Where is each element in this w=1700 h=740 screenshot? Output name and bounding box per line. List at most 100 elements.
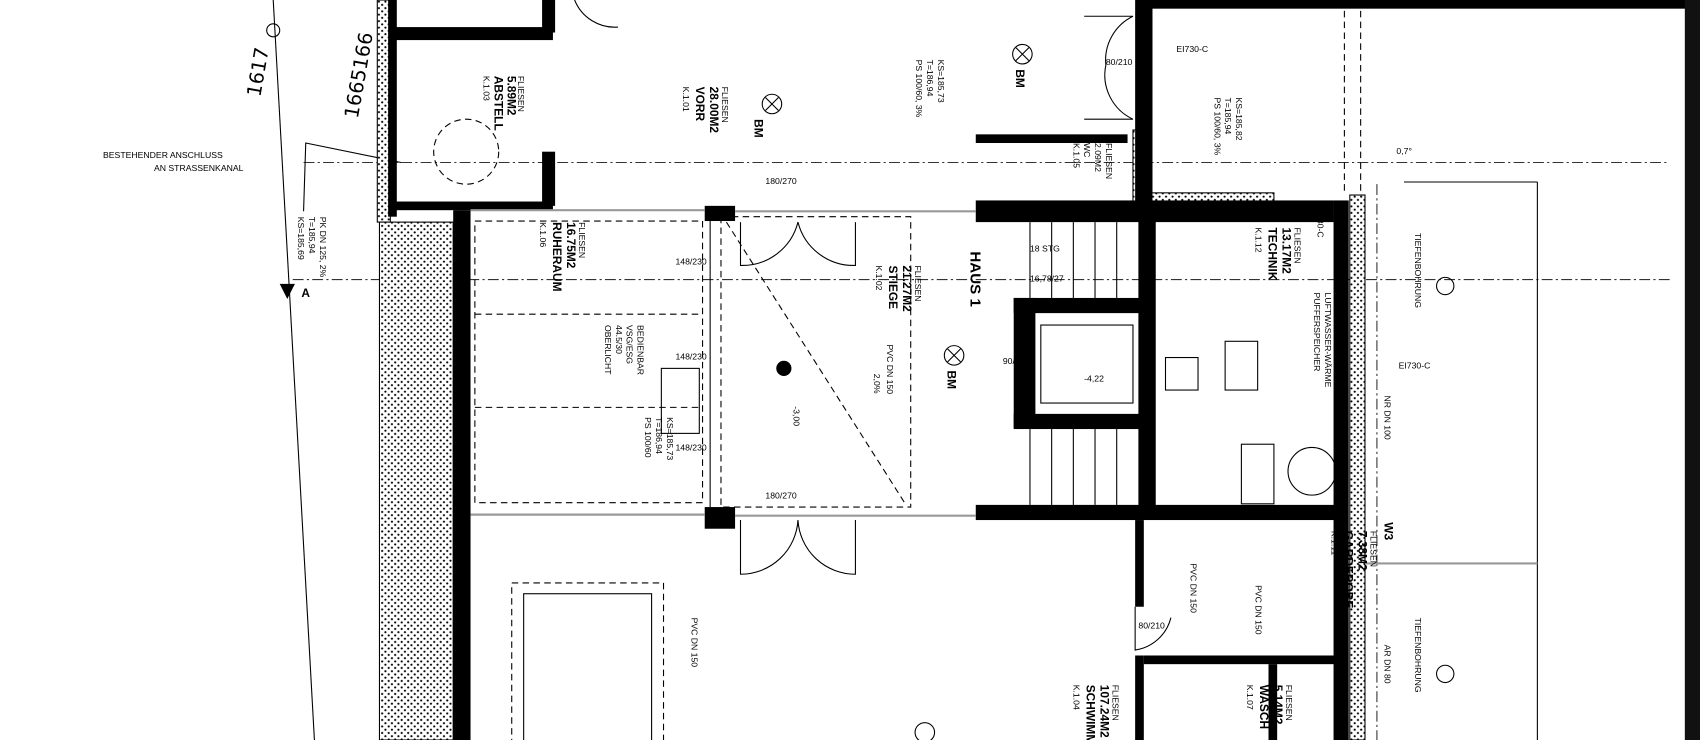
borehole-label: TIEFENBOHRUNG	[1413, 618, 1423, 693]
svg-text:FLIESEN: FLIESEN	[720, 87, 730, 123]
level-marker-icon	[776, 360, 792, 376]
double-door[interactable]	[1084, 15, 1134, 120]
skylight-box	[660, 367, 700, 434]
walls	[388, 0, 1700, 740]
svg-text:PS 100/60, 3%: PS 100/60, 3%	[1212, 98, 1222, 156]
svg-text:148/230: 148/230	[675, 256, 706, 266]
svg-text:KS=185,69: KS=185,69	[296, 217, 306, 260]
svg-text:148/230: 148/230	[675, 352, 706, 362]
svg-text:FLIESEN: FLIESEN	[913, 265, 923, 301]
door[interactable]	[1134, 606, 1172, 651]
svg-text:5.89M2: 5.89M2	[504, 76, 518, 116]
connection-note: AN STRASSENKANAL	[154, 163, 244, 173]
svg-text:FLIESEN: FLIESEN	[1104, 143, 1114, 179]
double-door[interactable]	[739, 221, 856, 266]
svg-text:K.1.03: K.1.03	[482, 76, 492, 101]
exterior-insulation	[1349, 194, 1366, 740]
svg-text:90/210: 90/210	[1003, 356, 1030, 366]
section-arrow-icon	[279, 283, 295, 300]
elevator-shaft	[1040, 324, 1134, 404]
svg-text:K.1.05: K.1.05	[1071, 143, 1081, 168]
equipment-box	[1224, 340, 1259, 391]
double-door[interactable]	[739, 520, 856, 575]
leader-line	[303, 142, 402, 212]
pipe-note: NR DN 100	[1383, 395, 1393, 439]
section-marker: A	[301, 286, 310, 300]
svg-text:7.38M2: 7.38M2	[1355, 531, 1369, 571]
svg-text:180/270: 180/270	[765, 176, 796, 186]
svg-text:K.1.07: K.1.07	[1245, 685, 1255, 710]
svg-text:VORR: VORR	[693, 87, 707, 122]
svg-text:80/210: 80/210	[1138, 620, 1165, 630]
bm-symbol: BM	[1012, 43, 1033, 88]
svg-text:WASCH: WASCH	[1257, 685, 1271, 729]
equipment-box	[1164, 356, 1199, 391]
stair-void	[720, 216, 912, 508]
level-mark: -4,22	[1084, 373, 1104, 383]
fire-door-label: EI730-C	[1176, 44, 1208, 54]
level-mark: -3,00	[792, 406, 802, 426]
stair-note: 18 STG	[1030, 243, 1060, 253]
svg-text:FLIESEN: FLIESEN	[1284, 685, 1294, 721]
svg-text:148/230: 148/230	[675, 443, 706, 453]
svg-text:PUFFERSPEICHER: PUFFERSPEICHER	[1312, 293, 1322, 372]
pool-outline	[511, 582, 665, 740]
fire-door-label: EI730-C	[1315, 206, 1325, 238]
dimension-circle	[266, 23, 281, 38]
borehole-label: TIEFENBOHRUNG	[1413, 233, 1423, 308]
pipe-note: PVC DN 150	[885, 345, 895, 395]
void-diagonal	[725, 221, 906, 505]
slope-note: 2,0%	[872, 374, 882, 394]
pipe-note: PVC DN 150	[1188, 563, 1198, 613]
svg-text:28.00M2: 28.00M2	[707, 87, 721, 134]
door[interactable]	[574, 0, 619, 28]
svg-text:K.1.02: K.1.02	[874, 265, 884, 290]
pipe-note: PVC DN 150	[690, 618, 700, 668]
borehole-icon	[1436, 276, 1455, 296]
fire-door-label: EI730-C	[1399, 360, 1431, 370]
pipe-note-right: PS 100/60, 3% T=185,94 KS=185,82	[1212, 98, 1244, 156]
window-edge	[1684, 0, 1700, 740]
svg-text:FLIESEN: FLIESEN	[1368, 531, 1378, 567]
svg-text:LUFTWASSER-WÄRME: LUFTWASSER-WÄRME	[1323, 293, 1333, 388]
bm-symbol: BM	[752, 93, 783, 138]
wall-type-label: W3	[1382, 522, 1396, 540]
svg-text:BM: BM	[1013, 69, 1027, 88]
svg-text:STIEGE: STIEGE	[886, 265, 900, 309]
svg-text:FLIESEN: FLIESEN	[1293, 228, 1303, 264]
svg-text:PK DN 125, 2%: PK DN 125, 2%	[318, 217, 328, 278]
dimension-label: 1665166	[340, 31, 378, 121]
svg-text:T=186,94: T=186,94	[925, 60, 935, 97]
pipe-note: AR DN 80	[1383, 645, 1393, 684]
svg-text:ABSTELL: ABSTELL	[491, 76, 505, 131]
pipe-note-ruheraum: PS 100/60 T=186,94 KS=185,73	[643, 417, 675, 460]
svg-text:2.09M2: 2.09M2	[1093, 143, 1103, 172]
buffer-tank	[1287, 446, 1337, 496]
svg-text:TECHNIK: TECHNIK	[1265, 228, 1279, 281]
svg-text:BM: BM	[752, 119, 766, 138]
connection-note: BESTEHENDER ANSCHLUSS	[103, 150, 223, 160]
svg-text:13.17M2: 13.17M2	[1280, 228, 1294, 275]
svg-text:K.1.06: K.1.06	[538, 222, 548, 247]
svg-text:WC: WC	[1082, 143, 1092, 157]
svg-text:K.1.01: K.1.01	[681, 87, 691, 112]
svg-text:OBERLICHT: OBERLICHT	[603, 325, 613, 375]
skylight-note: OBERLICHT 44.5/30 VSG/ESG BEDIENBAR	[603, 325, 646, 375]
svg-text:80/210: 80/210	[1106, 57, 1133, 67]
svg-text:16.75M2: 16.75M2	[564, 222, 578, 269]
dimension-line	[272, 0, 315, 740]
pipe-note-left: PK DN 125, 2% T=185,94 KS=185,69	[296, 217, 328, 278]
svg-text:RUHERAUM: RUHERAUM	[550, 222, 564, 292]
svg-text:T=186,94: T=186,94	[654, 417, 664, 454]
stair	[1029, 222, 1118, 505]
planting-strip	[378, 221, 454, 740]
dimension-label: 1617	[242, 46, 273, 99]
